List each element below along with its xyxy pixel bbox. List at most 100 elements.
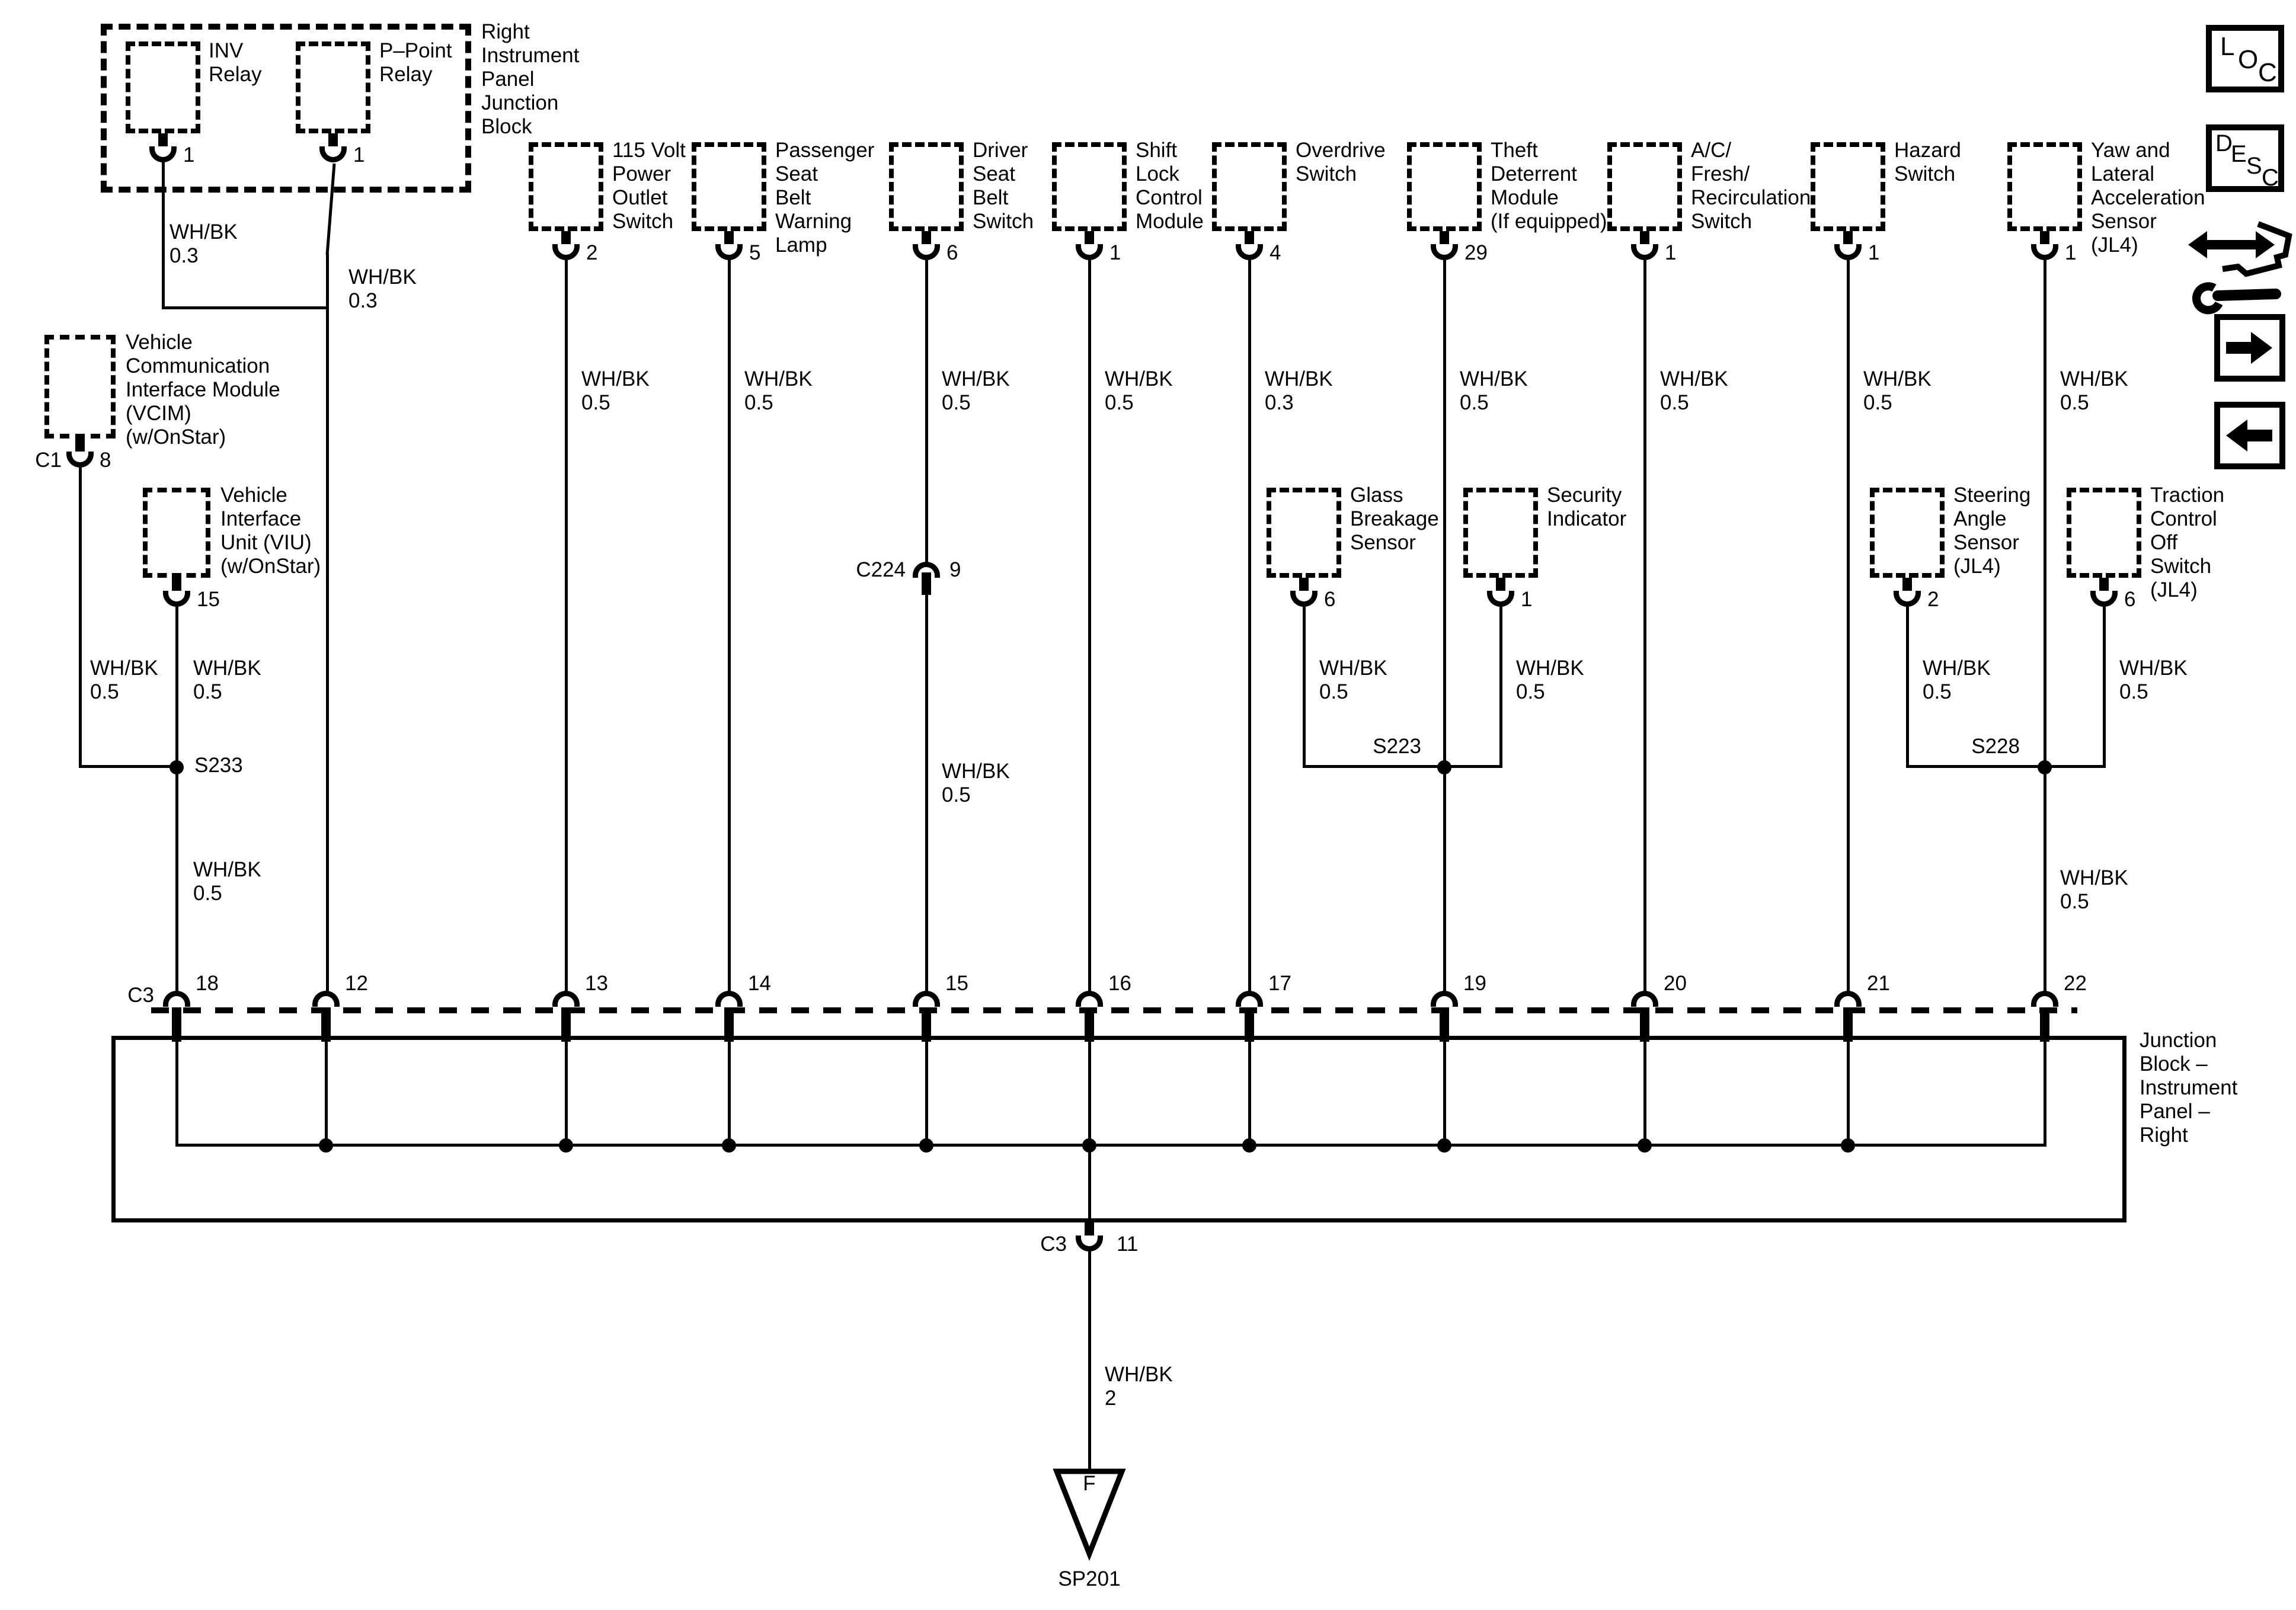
wire-security-indicator-elbow: [1444, 765, 1502, 768]
wire-traction-control: [2103, 607, 2106, 767]
wire-driver-belt-upper: [925, 260, 928, 563]
wire-inv-relay-elbow: [162, 306, 329, 309]
vcim-pin-connector-icon: [66, 452, 94, 468]
desc-button[interactable]: D E S C: [2206, 124, 2284, 192]
wire-overdrive: [1248, 260, 1251, 993]
wire-label-ground: WH/BK 2: [1105, 1363, 1173, 1410]
c3-pin-number: 14: [748, 972, 771, 995]
jb-internal-wire: [1643, 1040, 1646, 1147]
previous-page-button[interactable]: [2214, 402, 2285, 469]
wire-label-glass-breakage: WH/BK 0.5: [1319, 657, 1387, 703]
loc-button[interactable]: L O C: [2206, 25, 2284, 92]
right-ip-junction-block-dashed-box: [101, 24, 471, 193]
next-page-button[interactable]: [2214, 314, 2285, 382]
pin-connector-icon: [2031, 244, 2058, 260]
splice-dot-S228: [2038, 760, 2052, 774]
component-label-115v-outlet-switch: 115 Volt Power Outlet Switch: [612, 139, 686, 233]
c3-pin-connector-icon: [163, 991, 190, 1007]
loc-letter: O: [2238, 45, 2259, 74]
wire-glass-breakage-elbow: [1303, 765, 1446, 768]
junction-block-label: Junction Block – Instrument Panel – Righ…: [2140, 1029, 2238, 1147]
wire-inv-relay: [162, 162, 165, 308]
splice-label-S228: S228: [1971, 735, 2020, 758]
pin-connector-icon: [1431, 244, 1458, 260]
vcim-pin-number: 8: [100, 449, 111, 472]
pin-number: 6: [2124, 588, 2136, 611]
c3-pin-number: 20: [1664, 972, 1687, 995]
jb-internal-bus: [175, 1144, 2046, 1147]
pin-number: 1: [2065, 241, 2077, 264]
component-box-overdrive-switch: [1212, 142, 1287, 231]
c3-pin-number: 16: [1108, 972, 1131, 995]
c3-pin-connector-icon: [1431, 991, 1458, 1007]
pin-connector-icon: [1290, 591, 1318, 607]
wire-label-vcim: WH/BK 0.5: [90, 657, 158, 703]
component-box-steering-angle-sensor: [1870, 488, 1945, 578]
c3-pin-stub: [1843, 1007, 1853, 1042]
wire-steering-angle-elbow: [1906, 765, 2046, 768]
c3-pin-connector-icon: [1834, 991, 1862, 1007]
ground-splice-id: SP201: [1058, 1567, 1121, 1590]
inline-connector-C224-id: C224: [856, 558, 906, 581]
pin-number: 2: [586, 241, 598, 264]
pin-connector-icon: [552, 244, 580, 260]
c3-11-pin-number: 11: [1117, 1233, 1139, 1256]
ppoint-relay-pin-connector-icon: [319, 146, 347, 162]
c3-pin-stub: [2040, 1007, 2049, 1042]
c3-pin-stub: [1245, 1007, 1254, 1042]
jb-bus-junction-dot: [1242, 1138, 1256, 1153]
component-box-theft-deterrent-module: [1407, 142, 1482, 231]
pin-connector-icon: [1236, 244, 1263, 260]
jb-internal-wire: [565, 1040, 568, 1147]
wire-ground: [1088, 1251, 1091, 1472]
inline-connector-stub: [922, 572, 931, 595]
pin-connector-icon: [1834, 244, 1862, 260]
jb-bus-junction-dot: [1437, 1138, 1451, 1153]
jb-internal-wire: [1443, 1040, 1446, 1147]
wire-label-theft-deterrent: WH/BK 0.5: [1460, 367, 1528, 414]
jb-bus-junction-dot: [722, 1138, 736, 1153]
arrow-left-icon: [2226, 420, 2272, 452]
junction-block-outline: [111, 1036, 2126, 1222]
wire-ppoint-diagonal: [325, 163, 336, 255]
pin-connector-icon: [913, 244, 940, 260]
c3-pin-connector-icon: [552, 991, 580, 1007]
pin-number: 5: [749, 241, 761, 264]
wire-traction-control-elbow: [2044, 765, 2106, 768]
viu-pin-connector-icon: [163, 591, 190, 607]
inv-relay-pin-number: 1: [183, 143, 195, 167]
component-label-yaw-sensor: Yaw and Lateral Acceleration Sensor (JL4…: [2091, 139, 2205, 257]
jb-internal-wire: [728, 1040, 731, 1147]
wire-viu: [175, 607, 178, 993]
ground-letter: F: [1083, 1472, 1096, 1495]
c3-pin-stub: [1440, 1007, 1449, 1042]
component-box-pass-seat-belt-lamp: [692, 142, 766, 231]
wire-vcim-elbow: [79, 765, 178, 768]
right-ip-junction-block-label: Right Instrument Panel Junction Block: [481, 20, 580, 138]
component-box-yaw-sensor: [2007, 142, 2082, 231]
component-label-ac-recirc-switch: A/C/ Fresh/ Recirculation Switch: [1691, 139, 1811, 233]
component-label-shift-lock-module: Shift Lock Control Module: [1136, 139, 1204, 233]
c3-pin-number: 12: [345, 972, 368, 995]
wire-label-inv: WH/BK 0.3: [170, 220, 238, 267]
c3-11-connector-icon: [1076, 1235, 1103, 1251]
component-label-traction-control-off-switch: Traction Control Off Switch (JL4): [2150, 484, 2225, 601]
vcim-label: Vehicle Communication Interface Module (…: [126, 331, 280, 449]
component-label-hazard-switch: Hazard Switch: [1894, 139, 1961, 185]
pin-number: 6: [1324, 588, 1336, 611]
pin-number: 1: [1521, 588, 1533, 611]
component-label-driver-seat-belt-switch: Driver Seat Belt Switch: [973, 139, 1034, 233]
vcim-connector-id: C1: [35, 449, 62, 472]
c3-pin-stub: [172, 1007, 181, 1042]
wire-label-115v: WH/BK 0.5: [581, 367, 650, 414]
jb-internal-wire: [1248, 1040, 1251, 1147]
viu-box: [143, 488, 210, 578]
pin-number: 1: [1109, 241, 1121, 264]
component-label-steering-angle-sensor: Steering Angle Sensor (JL4): [1953, 484, 2031, 578]
inline-connector-C224-pin: 9: [949, 558, 961, 581]
wire-label-yaw-sensor: WH/BK 0.5: [2060, 367, 2128, 414]
c3-pin-number: 13: [585, 972, 608, 995]
viu-pin-number: 15: [197, 588, 220, 611]
wire-theft-deterrent: [1443, 260, 1446, 993]
adjust-wrench-icon[interactable]: [2187, 218, 2296, 315]
